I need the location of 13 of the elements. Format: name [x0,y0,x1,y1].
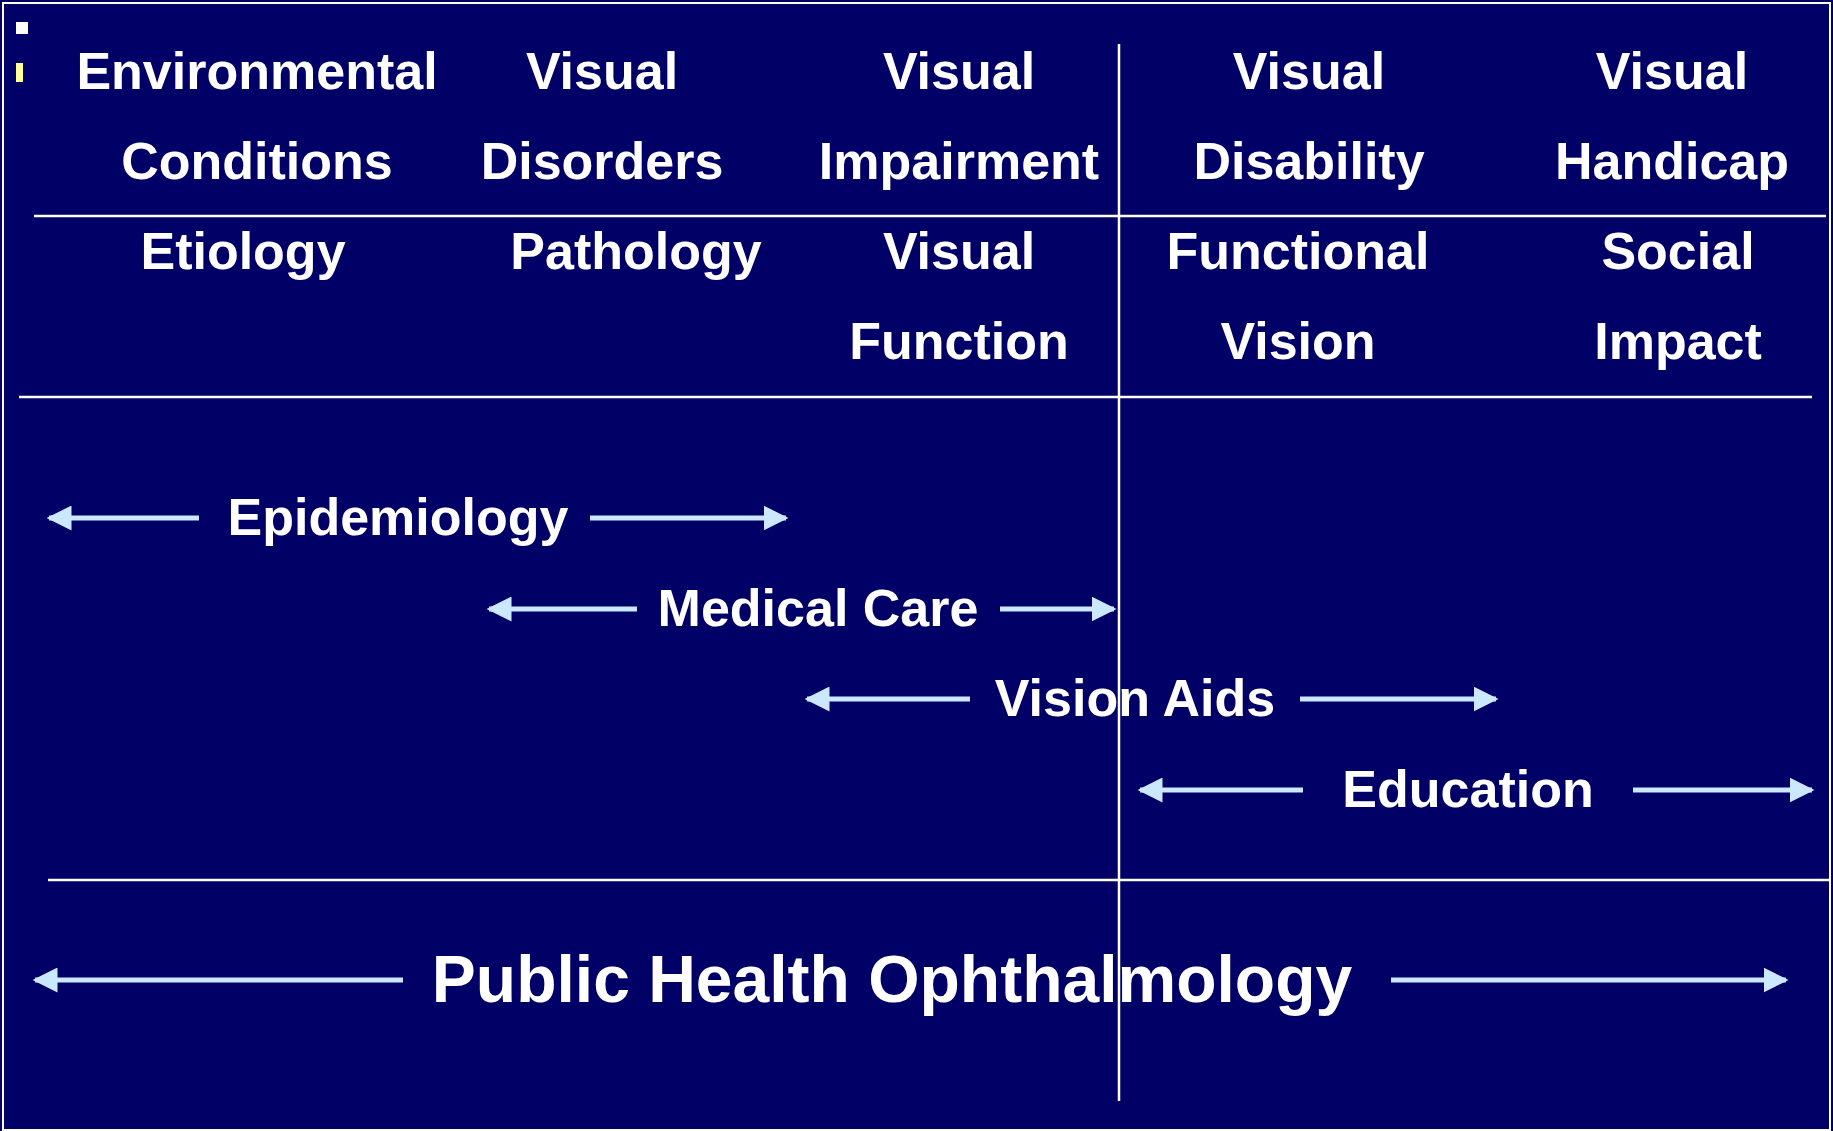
range-label: Medical Care [657,579,979,639]
column-heading: Etiology [140,221,346,282]
column-heading: Environmental Conditions [76,41,438,192]
range-label: Education [1342,760,1594,820]
column-heading: Visual Handicap [1555,41,1789,192]
column-heading: Visual Function [849,221,1069,372]
column-heading: Visual Impairment [818,41,1100,192]
column-heading: Social Impact [1594,221,1762,372]
range-label: Epidemiology [227,488,569,548]
column-heading: Functional Vision [1166,221,1430,372]
column-heading: Pathology [510,221,762,282]
column-heading: Visual Disorders [480,41,724,192]
column-heading: Visual Disability [1193,41,1425,192]
